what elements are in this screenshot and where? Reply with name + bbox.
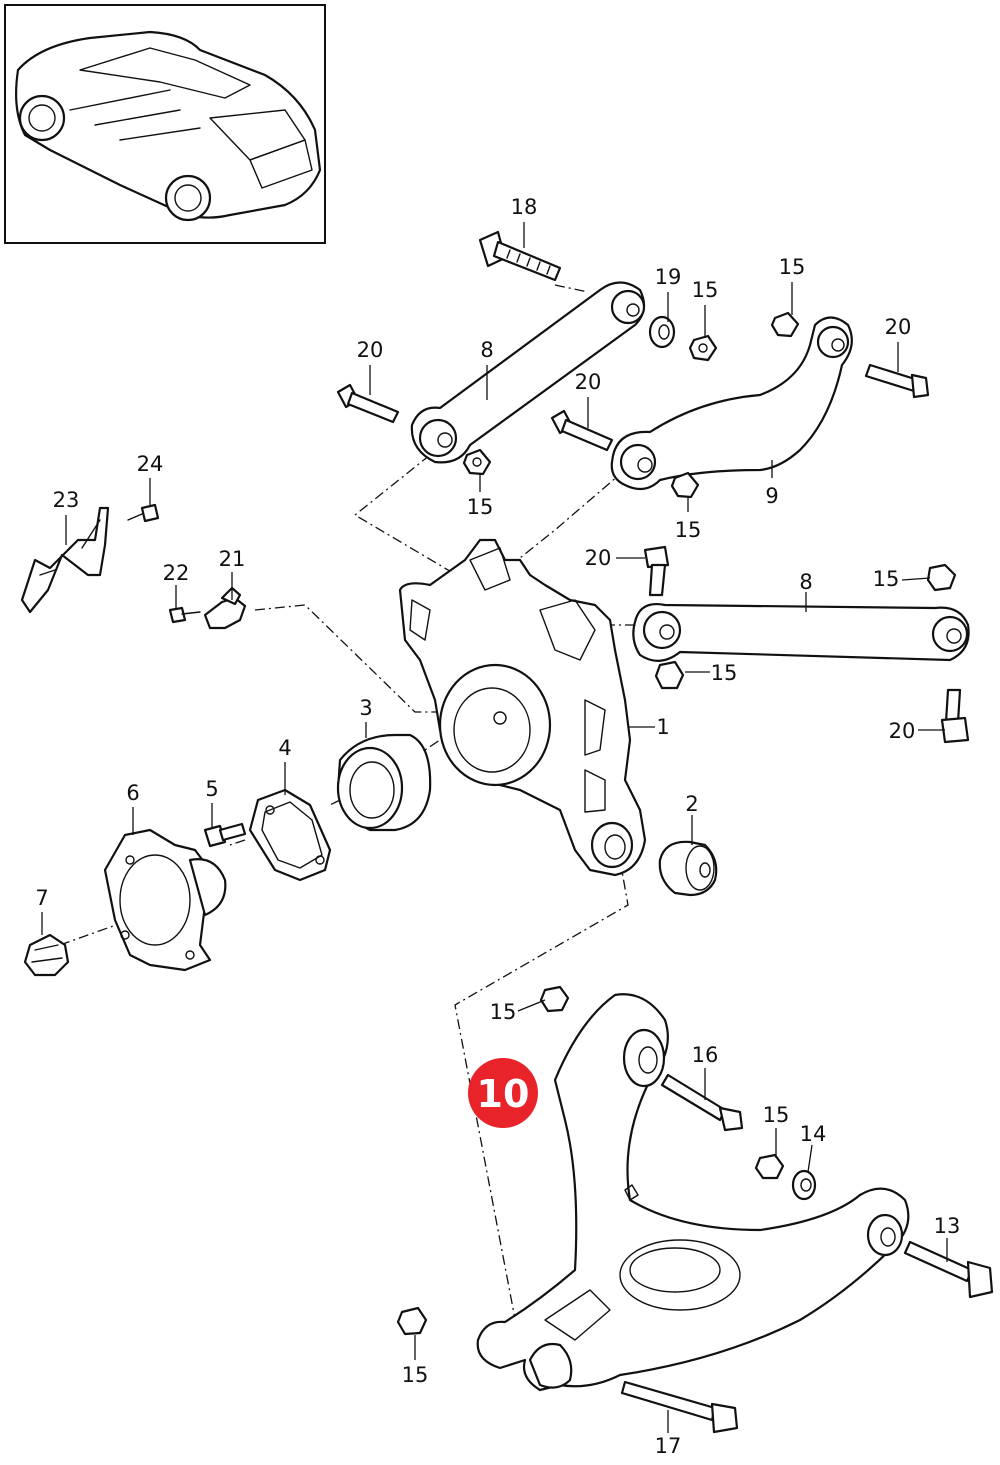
part-15-nut-b (462, 448, 492, 476)
callout-7: 7 (35, 886, 48, 910)
part-10-lower-control-arm (476, 993, 910, 1392)
callout-labels: 18 19 15 15 20 8 20 20 15 9 15 24 23 21 … (35, 195, 960, 1458)
part-6-wheel-hub (103, 828, 227, 972)
part-20-bolt-c (550, 409, 614, 452)
callout-20: 20 (889, 719, 916, 743)
callout-13: 13 (934, 1214, 961, 1238)
part-17-bolt (620, 1380, 739, 1434)
callout-21: 21 (219, 547, 246, 571)
callout-2: 2 (685, 792, 698, 816)
callout-16: 16 (692, 1043, 719, 1067)
callout-5: 5 (205, 777, 218, 801)
part-16-bolt (660, 1073, 744, 1132)
callout-18: 18 (511, 195, 538, 219)
leader-lines (41, 222, 948, 1433)
part-19-washer (648, 315, 676, 349)
highlight-label: 10 (477, 1072, 530, 1116)
callout-20: 20 (585, 546, 612, 570)
part-15-nut-i (396, 1306, 428, 1336)
part-20-bolt-b (864, 363, 930, 399)
callout-14: 14 (800, 1122, 827, 1146)
callout-15: 15 (779, 255, 806, 279)
part-15-nut-c (770, 311, 800, 338)
part-8-upper-link (410, 281, 646, 464)
callout-15: 15 (873, 567, 900, 591)
callout-17: 17 (655, 1434, 682, 1458)
callout-20: 20 (575, 370, 602, 394)
callout-15: 15 (675, 518, 702, 542)
part-5-bolt (203, 822, 247, 848)
callout-19: 19 (655, 265, 682, 289)
part-15-nut-g (539, 985, 570, 1013)
callout-8: 8 (480, 338, 493, 362)
part-24-screw (127, 503, 160, 523)
callout-4: 4 (278, 736, 291, 760)
part-9-camber-link (610, 316, 853, 491)
highlight-badge-10[interactable]: 10 (468, 1058, 538, 1128)
part-23-bracket (20, 506, 110, 614)
part-21-sensor (203, 586, 247, 630)
vehicle-thumbnail (4, 4, 326, 244)
part-15-nut-h (754, 1153, 785, 1180)
callout-8: 8 (799, 570, 812, 594)
callout-20: 20 (885, 315, 912, 339)
part-1-wheel-carrier (398, 538, 647, 877)
callout-15: 15 (490, 1000, 517, 1024)
callout-6: 6 (126, 781, 139, 805)
callout-15: 15 (763, 1103, 790, 1127)
part-20-bolt-e (940, 688, 970, 744)
callout-15: 15 (692, 278, 719, 302)
part-15-nut-d (670, 471, 700, 499)
callout-24: 24 (137, 452, 164, 476)
part-15-nut-a (688, 334, 718, 362)
callout-23: 23 (53, 488, 80, 512)
part-4-cover-plate (248, 788, 332, 882)
part-8-lower-link (632, 603, 970, 662)
part-3-wheel-bearing (336, 733, 432, 832)
part-18-bolt (478, 230, 562, 282)
part-20-bolt-d (643, 545, 670, 597)
callout-15: 15 (402, 1363, 429, 1387)
callout-20: 20 (357, 338, 384, 362)
part-13-bolt (903, 1240, 994, 1299)
part-15-nut-f (654, 660, 685, 690)
callout-15: 15 (467, 495, 494, 519)
callout-1: 1 (656, 715, 669, 739)
part-20-bolt-a (336, 383, 400, 424)
callout-15: 15 (711, 661, 738, 685)
callout-9: 9 (765, 484, 778, 508)
part-22-screw (168, 606, 201, 624)
callout-3: 3 (359, 696, 372, 720)
part-15-nut-e (926, 563, 957, 592)
part-7-collar-nut (23, 933, 70, 977)
callout-22: 22 (163, 561, 190, 585)
part-14-washer (791, 1169, 817, 1201)
part-2-bushing (658, 840, 718, 897)
